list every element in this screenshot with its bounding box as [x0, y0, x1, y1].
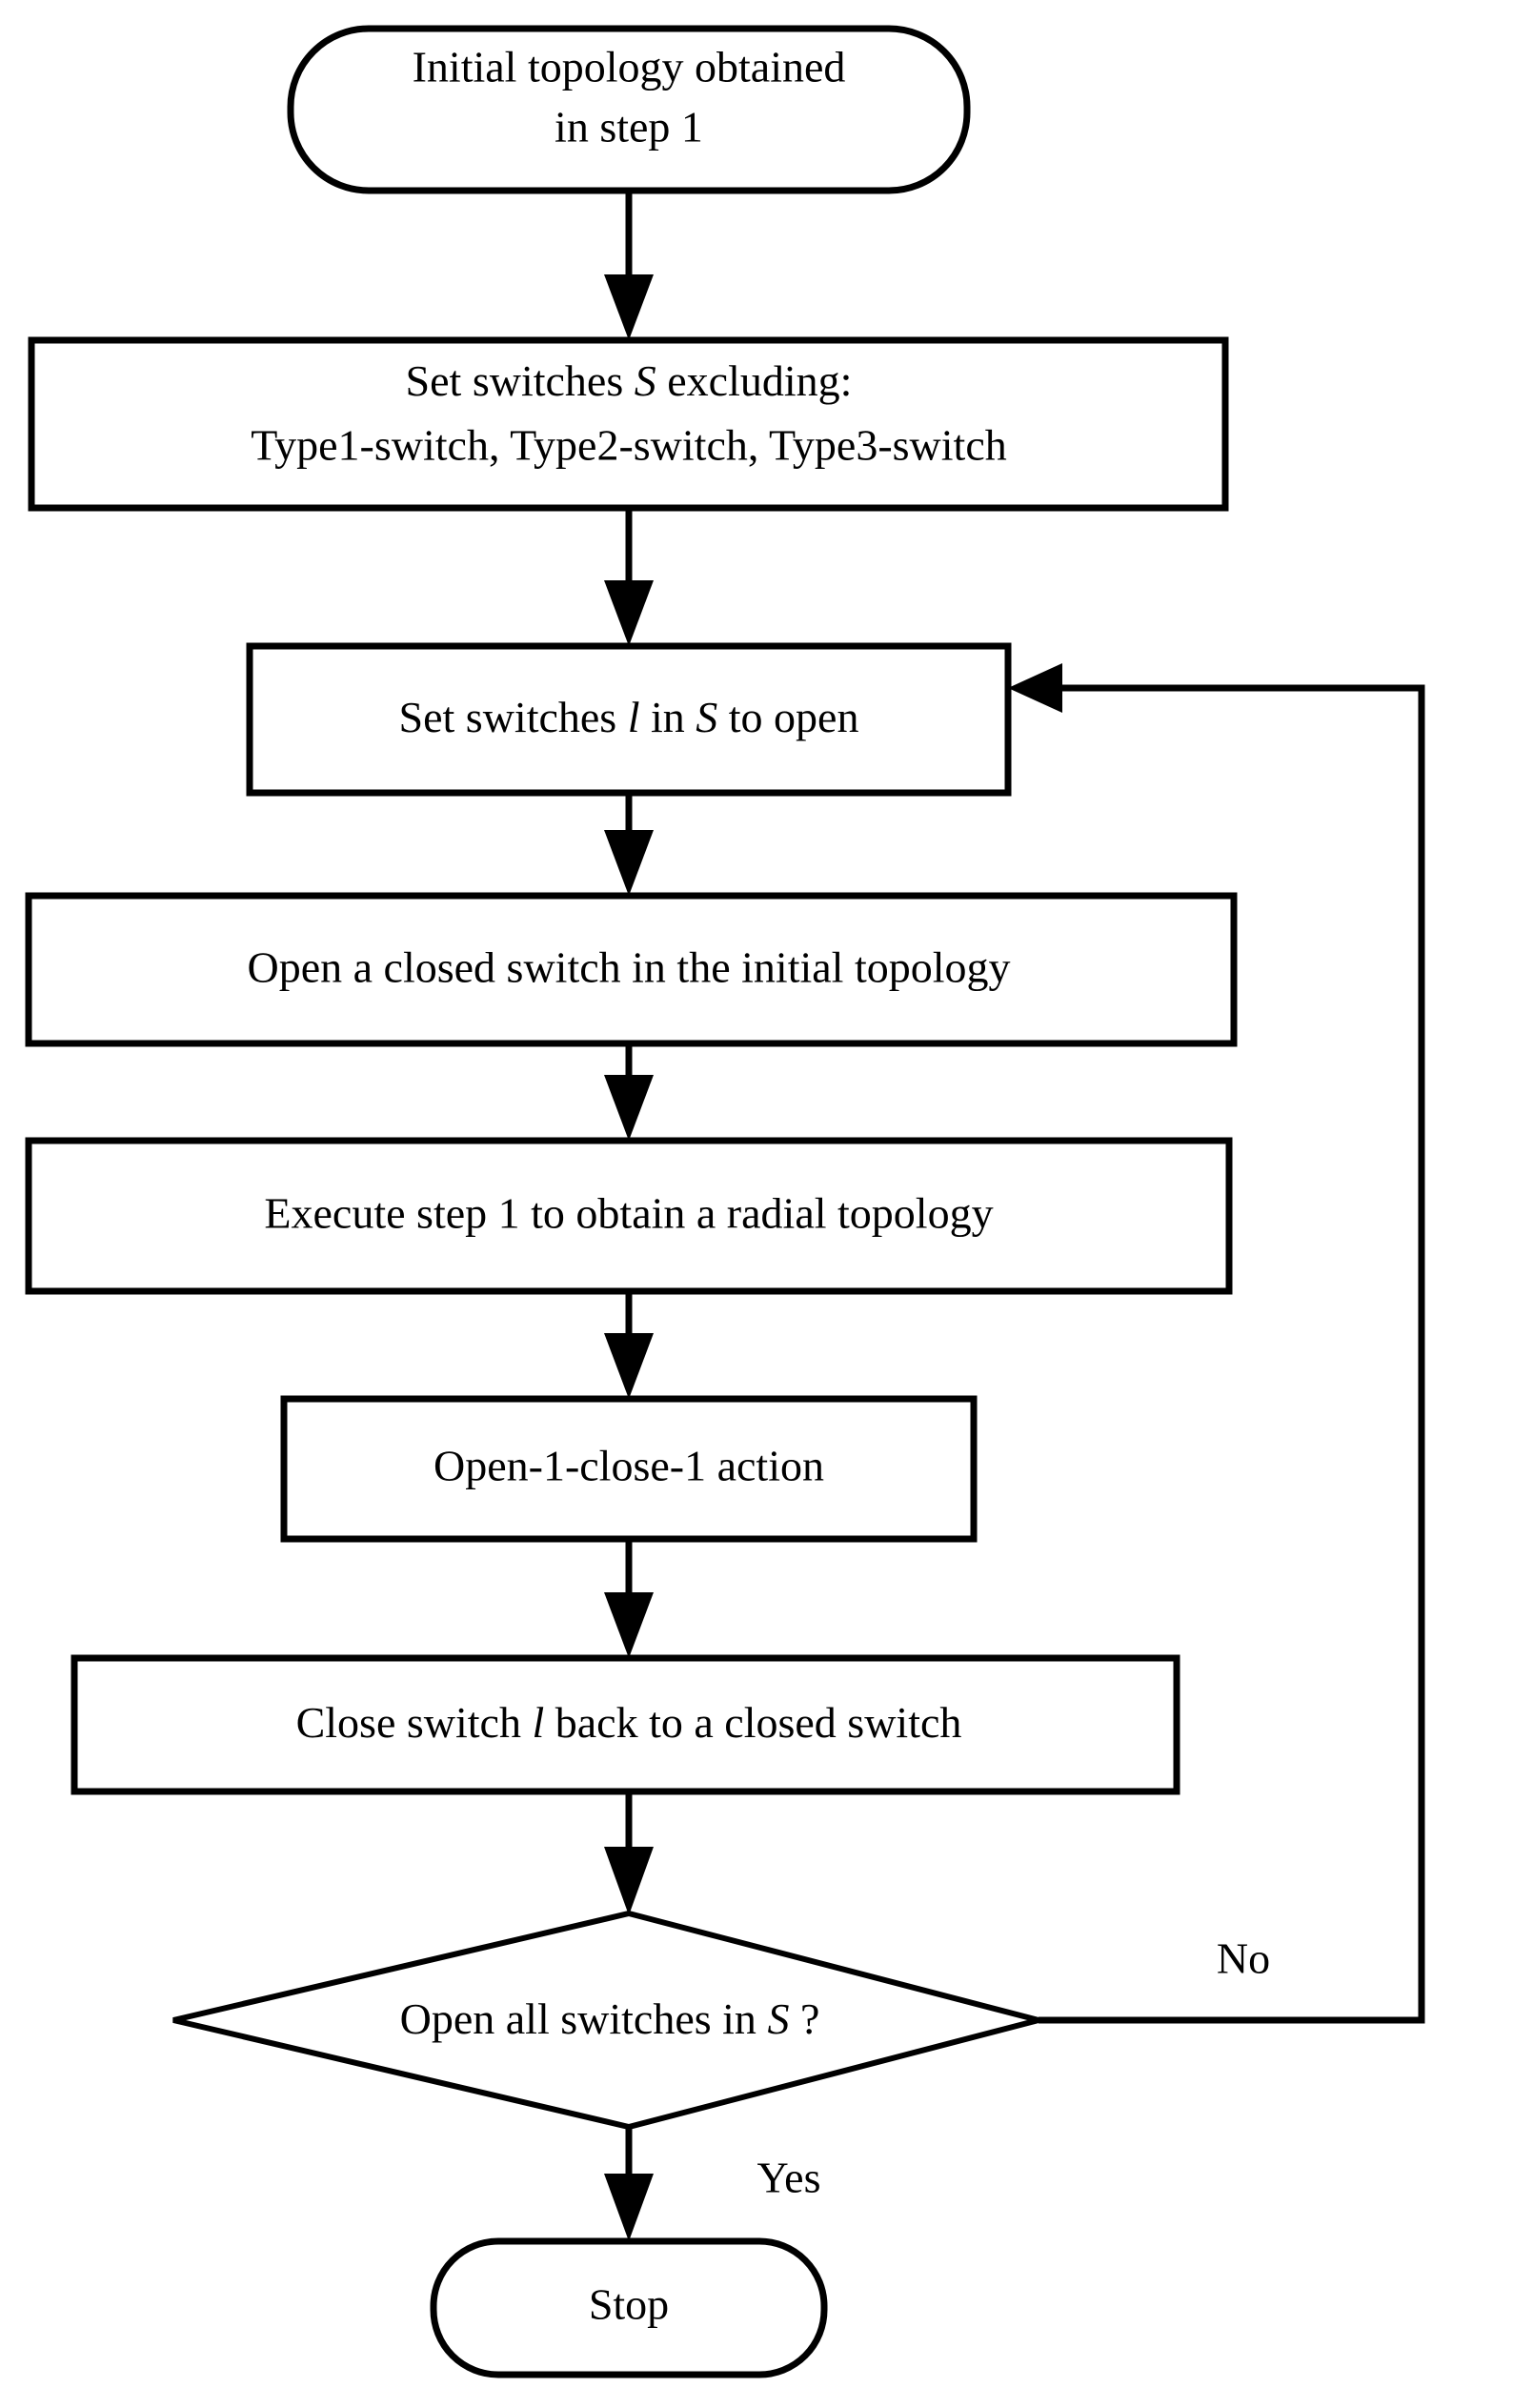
set-switches-s-label-line2: Type1-switch, Type2-switch, Type3-switch [251, 421, 1007, 470]
node-open-closed-switch[interactable]: Open a closed switch in the initial topo… [25, 892, 1238, 1047]
start-label-line1: Initial topology obtained [413, 43, 846, 91]
open-closed-switch-shape [25, 892, 1238, 1047]
node-execute-step-1[interactable]: Execute step 1 to obtain a radial topolo… [25, 1137, 1233, 1295]
open-closed-switch-label: Open a closed switch in the initial topo… [247, 943, 1010, 992]
set-switches-l-open-shape [246, 642, 1012, 797]
set-switches-s-post: excluding: [656, 356, 853, 405]
edge-decision-no-loop [1008, 663, 1425, 2024]
node-start[interactable]: Initial topology obtained in step 1 [287, 25, 971, 194]
set-l-post: to open [717, 693, 858, 741]
stop-label: Stop [589, 2280, 669, 2329]
close-back-pre: Close switch [296, 1698, 533, 1747]
close-switch-back-shape [71, 1654, 1180, 1795]
start-terminator-shape [287, 25, 971, 194]
set-l-italic-l: l [628, 693, 640, 741]
close-switch-back-label: Close switch l back to a closed switch [296, 1698, 962, 1747]
open-1-close-1-shape [280, 1395, 978, 1543]
edge-close-back-to-decision [604, 1791, 654, 1915]
node-close-switch-back[interactable]: Close switch l back to a closed switch [71, 1654, 1180, 1795]
set-switches-s-label-line1: Set switches S excluding: [406, 356, 853, 405]
decision-post: ? [789, 1994, 819, 2043]
edge-decision-yes-to-stop [604, 2127, 654, 2241]
close-back-post: back to a closed switch [544, 1698, 961, 1747]
open-1-close-1-label: Open-1-close-1 action [434, 1442, 824, 1490]
edge-open1close1-to-close-back [604, 1539, 654, 1658]
node-decision-open-all[interactable]: Open all switches in S ? [172, 1910, 1050, 2131]
edge-label-yes: Yes [757, 2154, 821, 2202]
edge-execute-to-open1close1 [604, 1291, 654, 1399]
edge-start-to-set-switches [604, 170, 654, 340]
decision-italic-s: S [767, 1994, 789, 2043]
set-l-pre: Set switches [399, 693, 628, 741]
set-switches-s-pre: Set switches [406, 356, 635, 405]
execute-step-1-label: Execute step 1 to obtain a radial topolo… [264, 1189, 993, 1238]
set-switches-l-open-label: Set switches l in S to open [399, 693, 859, 741]
node-stop[interactable]: Stop [430, 2237, 828, 2378]
edge-set-switches-to-set-l [604, 508, 654, 646]
decision-pre: Open all switches in [400, 1994, 768, 2043]
edge-set-l-to-open-closed [604, 793, 654, 896]
node-set-switches-l-open[interactable]: Set switches l in S to open [246, 642, 1012, 797]
start-label-line2: in step 1 [555, 103, 703, 152]
node-open-1-close-1[interactable]: Open-1-close-1 action [280, 1395, 978, 1543]
close-back-italic-l: l [532, 1698, 544, 1747]
edge-open-closed-to-execute [604, 1043, 654, 1141]
set-switches-s-shape [28, 336, 1229, 512]
set-l-italic-s: S [696, 693, 717, 741]
edge-label-no: No [1217, 1934, 1270, 1983]
decision-open-all-label: Open all switches in S ? [400, 1994, 820, 2043]
execute-step-1-shape [25, 1137, 1233, 1295]
set-l-mid: in [640, 693, 696, 741]
set-switches-s-italic: S [635, 356, 656, 405]
decision-diamond-shape [172, 1910, 1050, 2131]
stop-terminator-shape [430, 2237, 828, 2378]
node-set-switches-s[interactable]: Set switches S excluding: Type1-switch, … [28, 336, 1229, 512]
